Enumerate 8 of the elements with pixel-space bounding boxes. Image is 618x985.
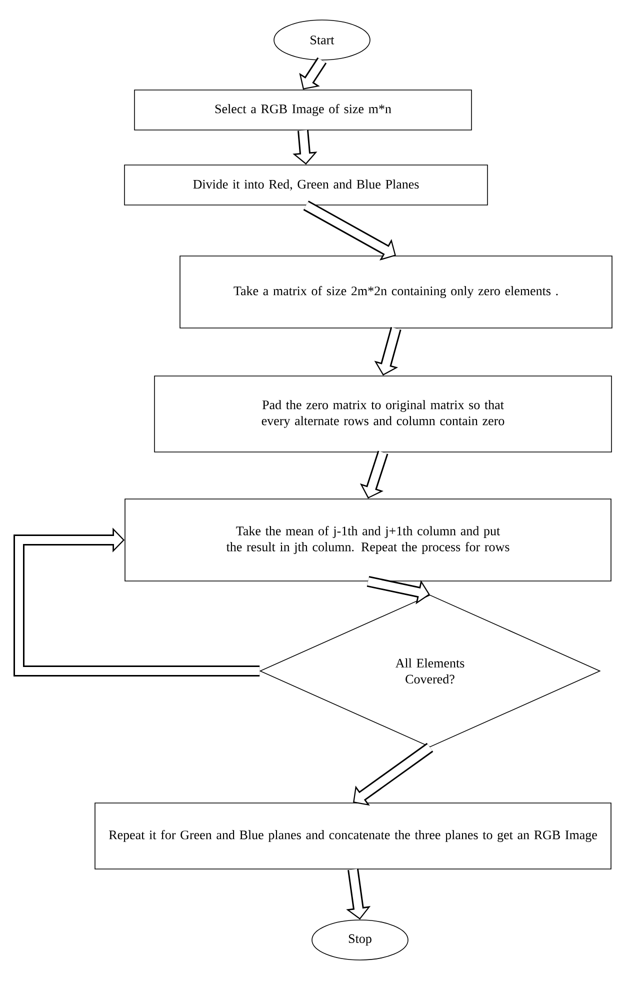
process-box: Select a RGB Image of size m*n — [134, 90, 472, 130]
process-box: Repeat it for Green and Blue planes and concatenate the three planes to get an RGB Image — [94, 802, 612, 870]
process-box: Divide it into Red, Green and Blue Planes — [124, 164, 488, 206]
process-box: Take the mean of j-1th and j+1th column and put the result in jth column. Repeat the process for rows — [124, 498, 612, 582]
process-box: Take a matrix of size 2m*2n containing only zero elements . — [180, 256, 612, 328]
block-arrow — [353, 742, 434, 806]
process-box: Pad the zero matrix to original matrix so that every alternate rows and column contain zero — [154, 376, 612, 452]
block-arrow — [14, 528, 260, 676]
